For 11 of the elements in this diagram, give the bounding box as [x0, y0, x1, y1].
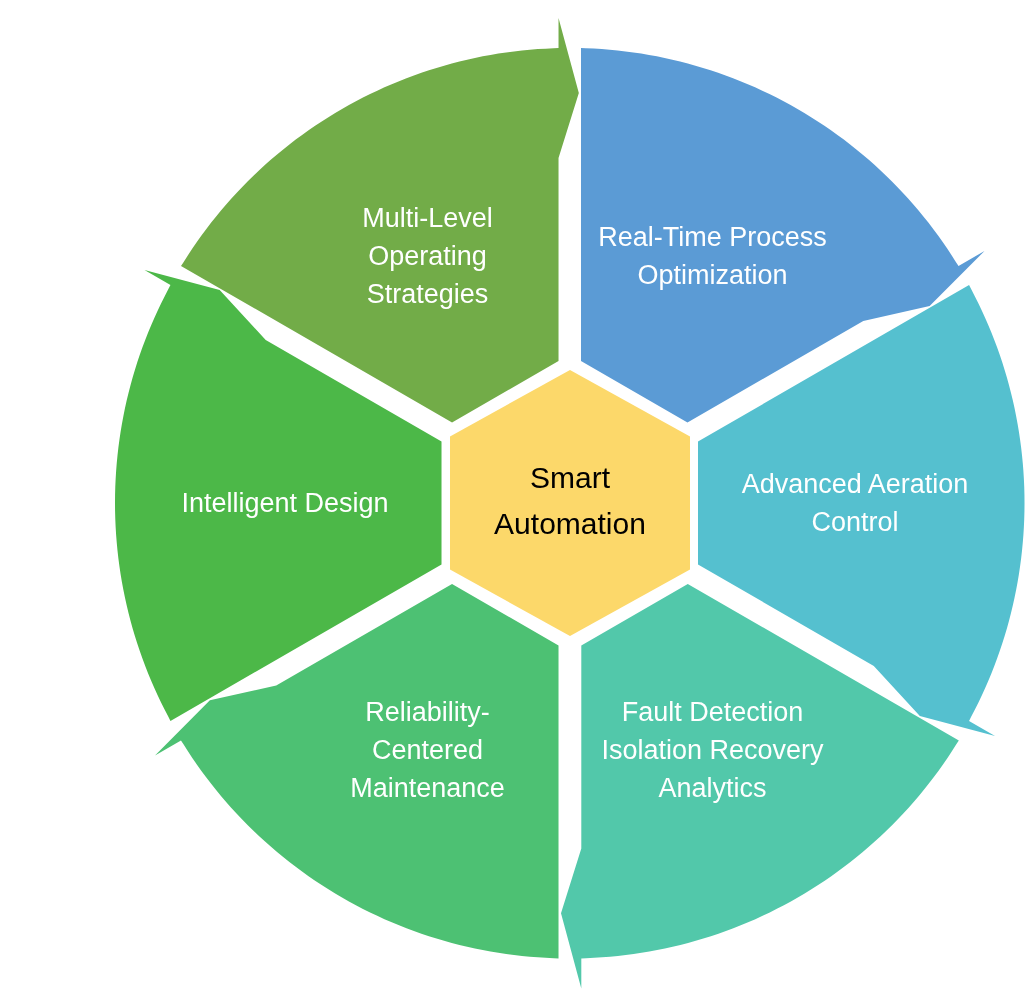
segment-label: Fault Detection Isolation Recovery Analytics: [600, 695, 825, 805]
center-hexagon: [450, 370, 690, 636]
segment-label: Real-Time Process Optimization: [597, 221, 828, 293]
segment-label: Reliability-Centered Maintenance: [349, 695, 506, 805]
hub-label: Smart Automation: [493, 460, 647, 542]
segment-label: Advanced Aeration Control: [740, 468, 970, 539]
arrow-segment: [581, 48, 985, 423]
arrow-segment: [560, 583, 959, 988]
segment-label: Multi-Level Operating Strategies: [361, 202, 494, 312]
arrow-segment: [155, 583, 559, 958]
segment-label: Intelligent Design: [180, 487, 390, 520]
